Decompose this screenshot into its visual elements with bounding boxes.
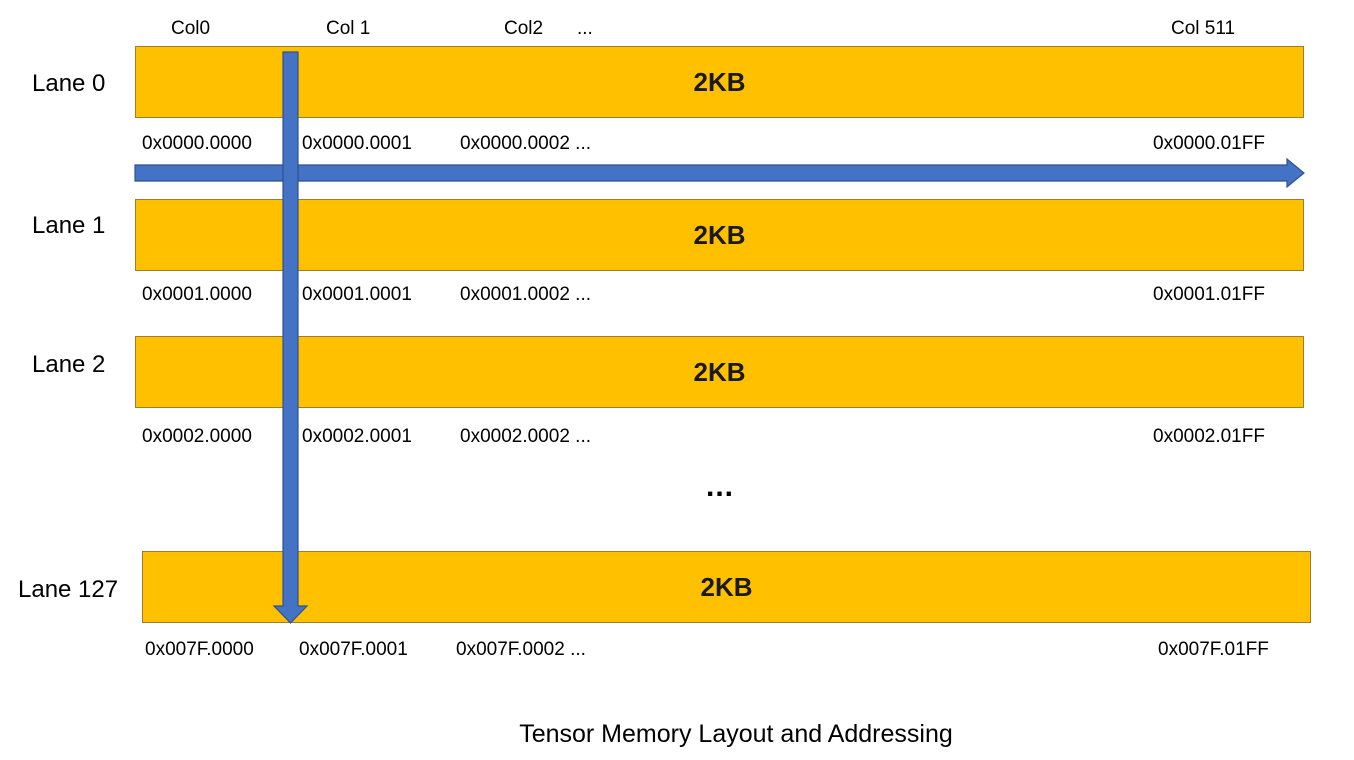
address-lane127-col0: 0x007F.0000: [145, 639, 254, 660]
address-lane127-col2: 0x007F.0002 ...: [456, 639, 586, 660]
column-header-col0: Col0: [171, 18, 211, 39]
lane-label-0: Lane 0: [32, 70, 106, 97]
lane-bar-2: 2KB: [135, 336, 1304, 408]
column-header-col1: Col 1: [326, 18, 371, 39]
address-lane2-col0: 0x0002.0000: [142, 426, 252, 447]
lane-size-label: 2KB: [693, 66, 746, 97]
lane-label-1: Lane 1: [32, 212, 106, 239]
address-lane1-last: 0x0001.01FF: [1153, 284, 1265, 305]
horizontal-arrow: [134, 157, 1305, 189]
address-lane127-last: 0x007F.01FF: [1158, 639, 1269, 660]
address-lane1-col2: 0x0001.0002 ...: [460, 284, 591, 305]
address-lane0-col0: 0x0000.0000: [142, 133, 252, 154]
lane-size-label: 2KB: [693, 219, 746, 250]
lane-bar-127: 2KB: [142, 551, 1311, 623]
address-lane1-col0: 0x0001.0000: [142, 284, 252, 305]
lane-bar-1: 2KB: [135, 199, 1304, 271]
column-header-col2: Col2: [504, 18, 544, 39]
lane-label-2: Lane 2: [32, 351, 106, 378]
address-lane0-last: 0x0000.01FF: [1153, 133, 1265, 154]
column-header-ellipsis: ...: [577, 18, 593, 39]
lane-label-127: Lane 127: [18, 576, 119, 603]
diagram-caption: Tensor Memory Layout and Addressing: [519, 720, 953, 748]
address-lane2-last: 0x0002.01FF: [1153, 426, 1265, 447]
address-lane1-col1: 0x0001.0001: [302, 284, 412, 305]
address-lane2-col1: 0x0002.0001: [302, 426, 412, 447]
address-lane2-col2: 0x0002.0002 ...: [460, 426, 591, 447]
lane-size-label: 2KB: [693, 356, 746, 387]
address-lane127-col1: 0x007F.0001: [299, 639, 408, 660]
address-lane0-col2: 0x0000.0002 ...: [460, 133, 591, 154]
column-header-col511: Col 511: [1171, 18, 1236, 39]
lane-bar-0: 2KB: [135, 46, 1304, 118]
address-lane0-col1: 0x0000.0001: [302, 133, 412, 154]
lane-gap-ellipsis: ...: [706, 470, 735, 503]
lane-size-label: 2KB: [700, 571, 753, 602]
